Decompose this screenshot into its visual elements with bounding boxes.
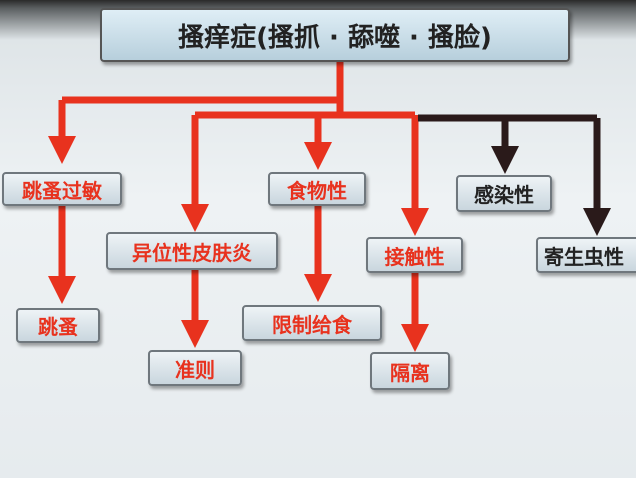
node-food: 食物性 — [268, 172, 366, 206]
node-isolation: 隔离 — [370, 352, 450, 390]
node-flea: 跳蚤 — [16, 308, 100, 343]
node-restricted-diet: 限制给食 — [242, 305, 382, 341]
title-box: 搔痒症(搔抓 · 舔噬 · 搔脸) — [100, 8, 570, 62]
node-criteria: 准则 — [148, 350, 242, 386]
node-atopic-dermatitis: 异位性皮肤炎 — [106, 232, 278, 270]
node-infectious: 感染性 — [456, 175, 552, 212]
node-parasitic: 寄生虫性 — [536, 237, 636, 273]
node-contact: 接触性 — [366, 237, 463, 273]
node-flea-allergy: 跳蚤过敏 — [2, 172, 122, 206]
